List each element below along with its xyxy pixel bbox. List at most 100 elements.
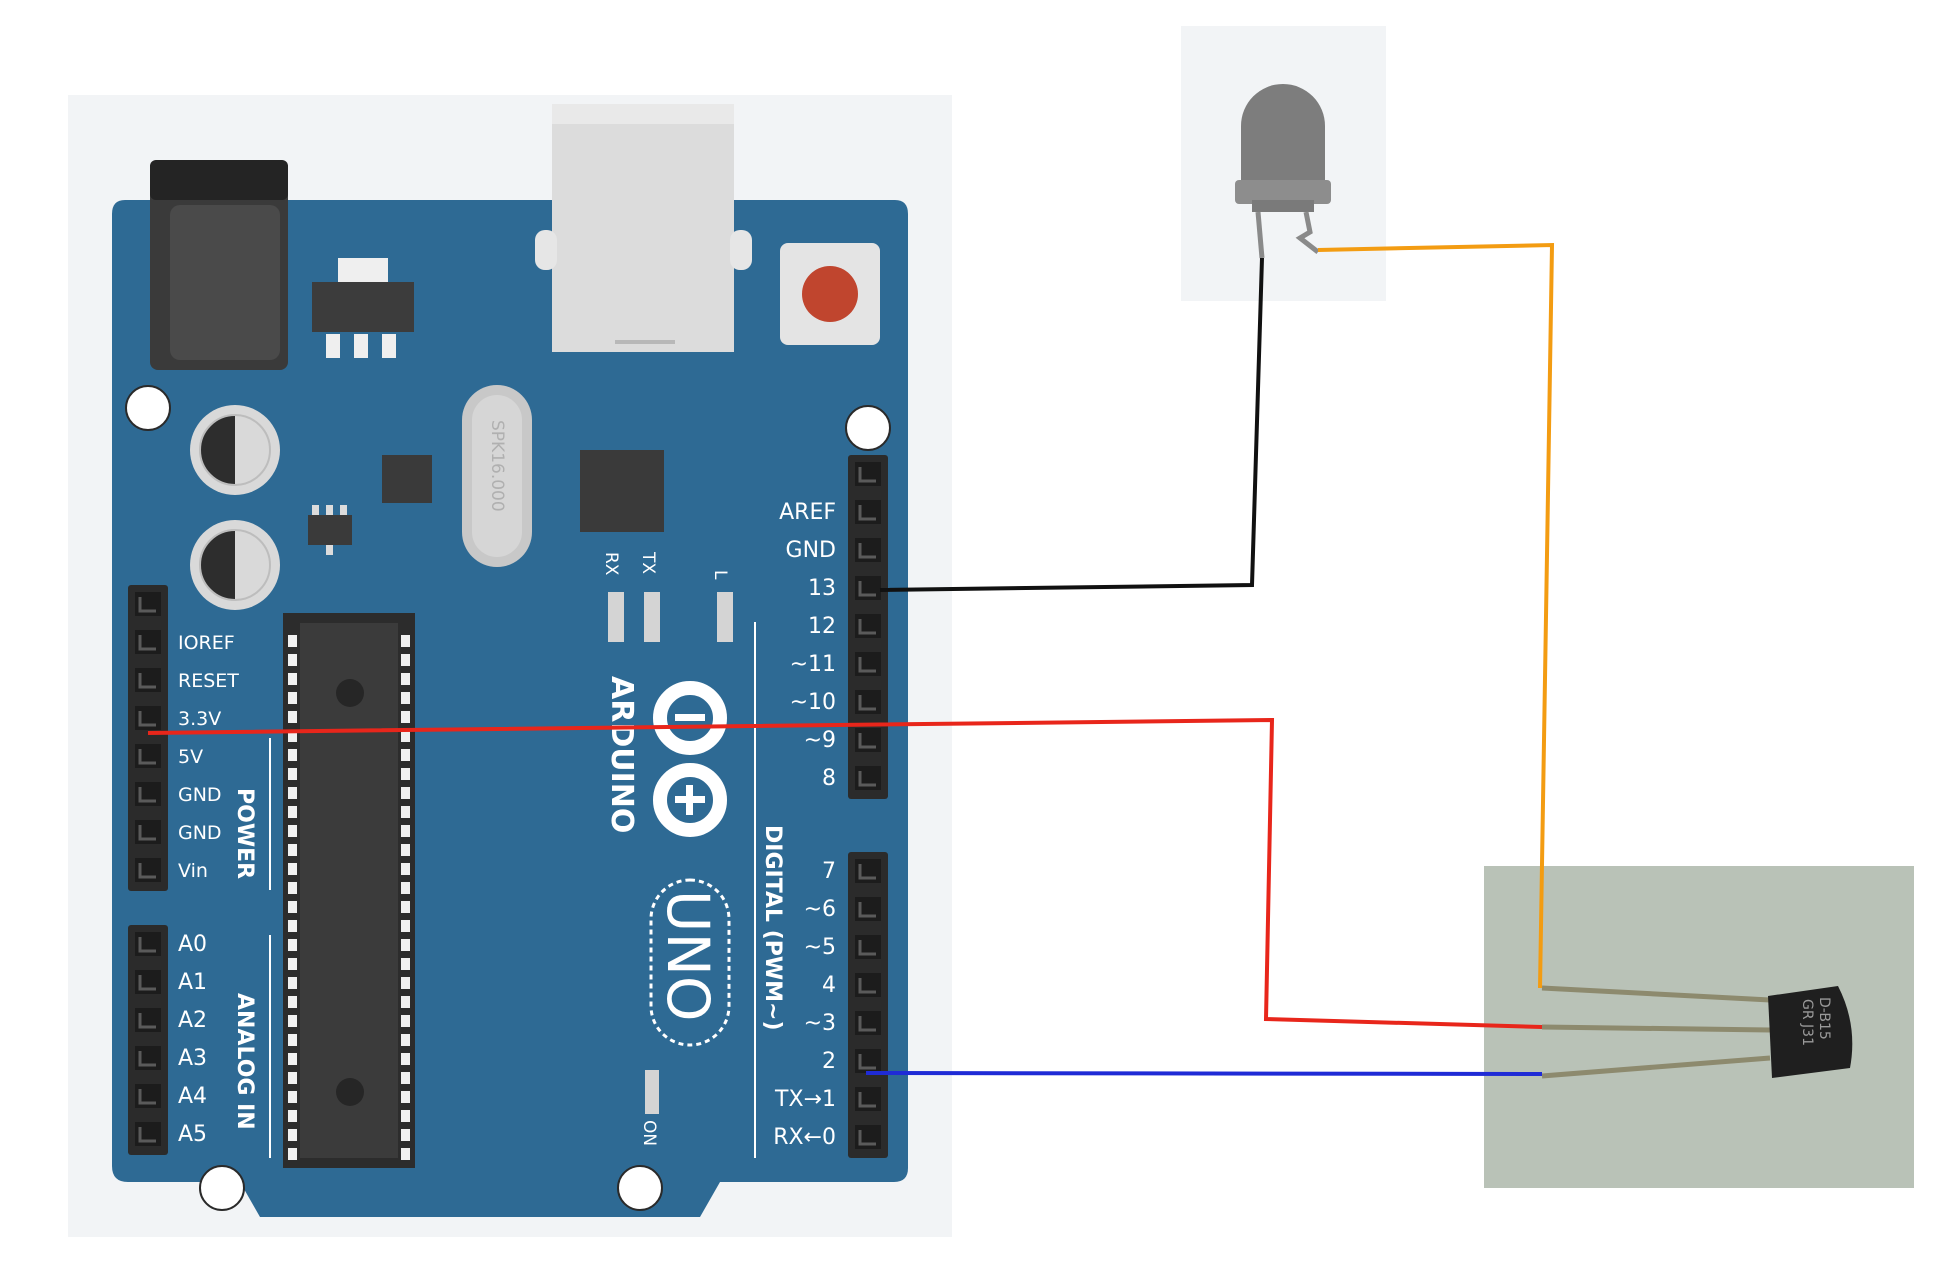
usb-interface-chip	[580, 450, 664, 532]
mounting-hole	[845, 405, 891, 451]
pin-label: 8	[822, 766, 836, 791]
chip-pin	[401, 692, 410, 704]
pin-label: ~11	[790, 652, 836, 677]
pin-label: 4	[822, 973, 836, 998]
header-strip	[848, 852, 888, 1158]
digital-header-title: DIGITAL (PWM~)	[760, 825, 785, 1031]
board-led-on: ON	[639, 1070, 659, 1146]
chip-pin	[288, 1072, 297, 1084]
dc-power-jack	[150, 160, 288, 370]
chip-pin	[288, 977, 297, 989]
chip-pin	[288, 920, 297, 932]
header-pin	[855, 652, 881, 676]
chip-pin	[401, 958, 410, 970]
board-led-rx: RX	[601, 552, 624, 642]
header-pin	[135, 668, 161, 692]
chip-pin	[288, 1148, 297, 1160]
chip-pin	[401, 635, 410, 647]
header-pin	[855, 1125, 881, 1149]
header-pin	[855, 766, 881, 790]
header-pin	[135, 932, 161, 956]
usb-connector	[535, 104, 752, 352]
header-pin	[855, 614, 881, 638]
wire-led-anode-to-sensor	[1317, 242, 1555, 989]
chip-pin	[288, 939, 297, 951]
pin-label: 2	[822, 1049, 836, 1074]
pin-label: GND	[178, 822, 222, 844]
chip-pin	[401, 654, 410, 666]
transistor-marking-1: D-B15	[1816, 997, 1832, 1040]
header-pin	[855, 462, 881, 486]
chip-pin	[401, 882, 410, 894]
header-pin	[855, 728, 881, 752]
chip-pin	[288, 1015, 297, 1027]
power-header-title: POWER	[232, 788, 257, 879]
header-pin	[855, 500, 881, 524]
mounting-hole	[125, 385, 171, 431]
chip-pin	[288, 863, 297, 875]
header-strip	[128, 925, 168, 1155]
chip-pin	[401, 863, 410, 875]
header-pin	[855, 859, 881, 883]
chip-pin	[401, 749, 410, 761]
chip-pin	[401, 1015, 410, 1027]
header-pin	[855, 576, 881, 600]
pin-label: RX←0	[773, 1125, 836, 1150]
led-anode-leg	[1295, 211, 1320, 254]
chip-pin	[401, 1091, 410, 1103]
chip-pin	[288, 692, 297, 704]
chip-pin	[401, 787, 410, 799]
header-pin	[855, 935, 881, 959]
chip-pin	[288, 1129, 297, 1141]
pin-label: 12	[808, 614, 836, 639]
chip-pin	[401, 806, 410, 818]
chip-pin	[401, 1072, 410, 1084]
chip-pin	[288, 749, 297, 761]
header-pin	[855, 690, 881, 714]
chip-pin	[401, 711, 410, 723]
uno-badge: UNO	[649, 878, 731, 1047]
transistor-photo: D-B15 GR J31	[1484, 866, 1914, 1188]
chip-pin	[288, 711, 297, 723]
led-l-label: L	[710, 570, 730, 580]
chip-pin	[288, 958, 297, 970]
chip-pin	[288, 1053, 297, 1065]
pin-label: ~9	[804, 728, 836, 753]
brand-label: ARDUINO	[604, 676, 639, 833]
transistor-marking-2: GR J31	[1799, 999, 1815, 1046]
chip-pin	[401, 768, 410, 780]
led-cathode-leg	[1255, 211, 1265, 259]
arduino-board: SPK16.000 RX TX L ON	[68, 95, 952, 1237]
header-pin	[135, 630, 161, 654]
chip-pin	[401, 996, 410, 1008]
chip-pin	[288, 996, 297, 1008]
small-ic	[382, 455, 432, 503]
pin-label: GND	[786, 538, 836, 563]
pin-label: 5V	[178, 746, 203, 768]
led-rx-label: RX	[601, 552, 621, 576]
pin-label: AREF	[779, 500, 836, 525]
chip-pin	[401, 920, 410, 932]
chip-pin	[401, 1034, 410, 1046]
header-pin	[135, 744, 161, 768]
pin-label: TX→1	[774, 1087, 836, 1112]
chip-pin	[401, 977, 410, 989]
header-pin	[855, 973, 881, 997]
chip-pin	[401, 1129, 410, 1141]
pin-label: 13	[808, 576, 836, 601]
pin-label: A0	[178, 932, 207, 957]
chip-pin	[401, 939, 410, 951]
chip-pin	[288, 768, 297, 780]
arduino-logo: ARDUINO	[604, 676, 727, 837]
header-pin	[135, 858, 161, 882]
wire-3v3-to-sensor	[147, 717, 1543, 1029]
pin-label: A1	[178, 970, 207, 995]
crystal-label: SPK16.000	[487, 420, 507, 512]
chip-pin	[288, 882, 297, 894]
pin-label: A5	[178, 1122, 207, 1147]
led-component	[1181, 26, 1386, 301]
wires	[147, 242, 1555, 1076]
pin-label: ~6	[804, 897, 836, 922]
